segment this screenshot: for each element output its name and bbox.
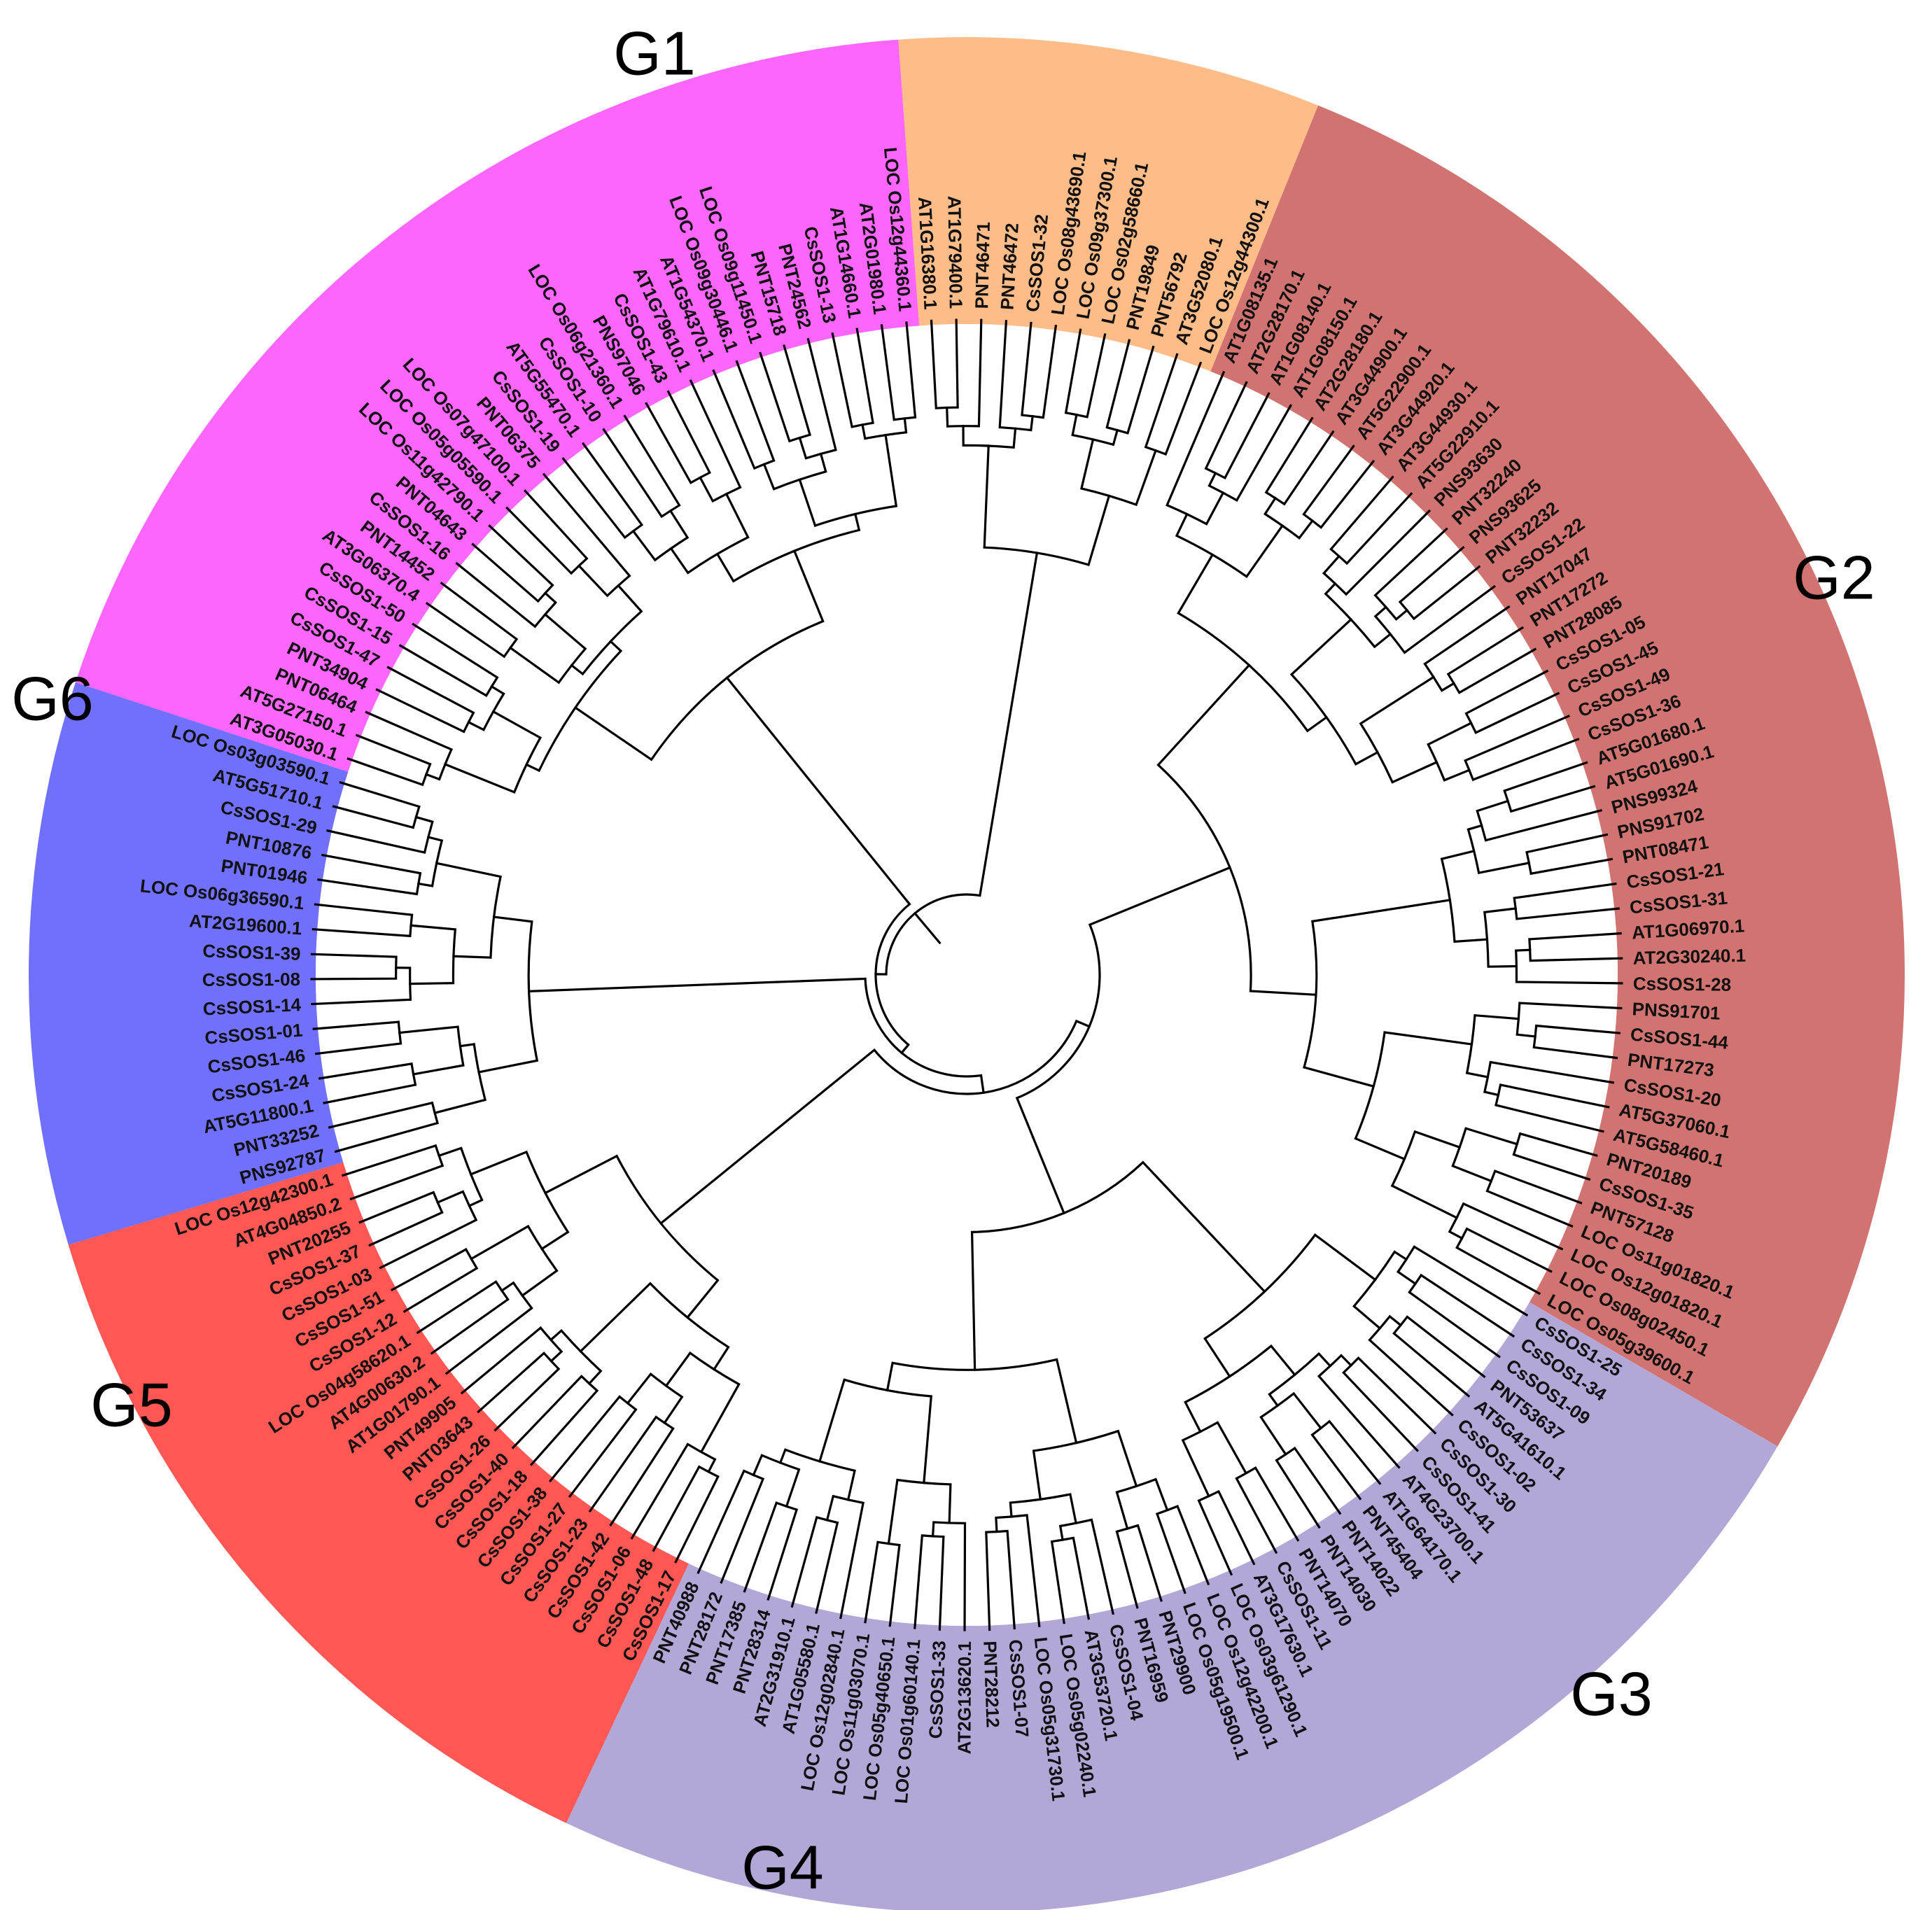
group-stem [725, 676, 867, 852]
leaf-label: CsSOS1-39 [202, 940, 301, 964]
leaf-label: AT2G13620.1 [953, 1641, 975, 1755]
leaf-label: CsSOS1-08 [202, 969, 300, 990]
tree-branches [310, 318, 1623, 1631]
group-stem [1031, 1135, 1066, 1215]
leaf-label: PNT46472 [996, 223, 1022, 311]
sector-g5 [75, 39, 920, 772]
leaf-label: CsSOS1-14 [202, 994, 302, 1019]
leaf-label: PNS91701 [1632, 998, 1721, 1023]
leaf-label: PNT46471 [971, 222, 994, 309]
group-label-g6: G6 [11, 664, 93, 733]
sector-g1 [1210, 105, 1905, 1447]
group-stem [1179, 866, 1232, 890]
root-stub [913, 911, 941, 945]
group-stem [1000, 552, 1039, 769]
leaf-label: PNT28212 [979, 1641, 1003, 1728]
leaf-label: CsSOS1-33 [925, 1641, 950, 1739]
leaf-label: CsSOS1-28 [1633, 973, 1732, 995]
group-label-g1: G1 [613, 19, 695, 88]
sector-g2 [566, 1302, 1778, 1910]
sector-g3 [68, 1162, 689, 1823]
group-sectors [29, 36, 1905, 1910]
leaf-label: AT2G30240.1 [1632, 945, 1746, 969]
inner-disc [316, 324, 1618, 1626]
group-label-g5: G5 [90, 1370, 172, 1440]
group-label-g4: G4 [741, 1833, 823, 1902]
leaf-label: AT1G79400.1 [944, 195, 967, 309]
group-stem [659, 1083, 833, 1226]
group-stem [527, 981, 779, 992]
group-label-g2: G2 [1793, 543, 1875, 612]
group-label-g3: G3 [1570, 1659, 1652, 1729]
sector-g4 [29, 682, 349, 1245]
sector-g6 [898, 36, 1318, 372]
